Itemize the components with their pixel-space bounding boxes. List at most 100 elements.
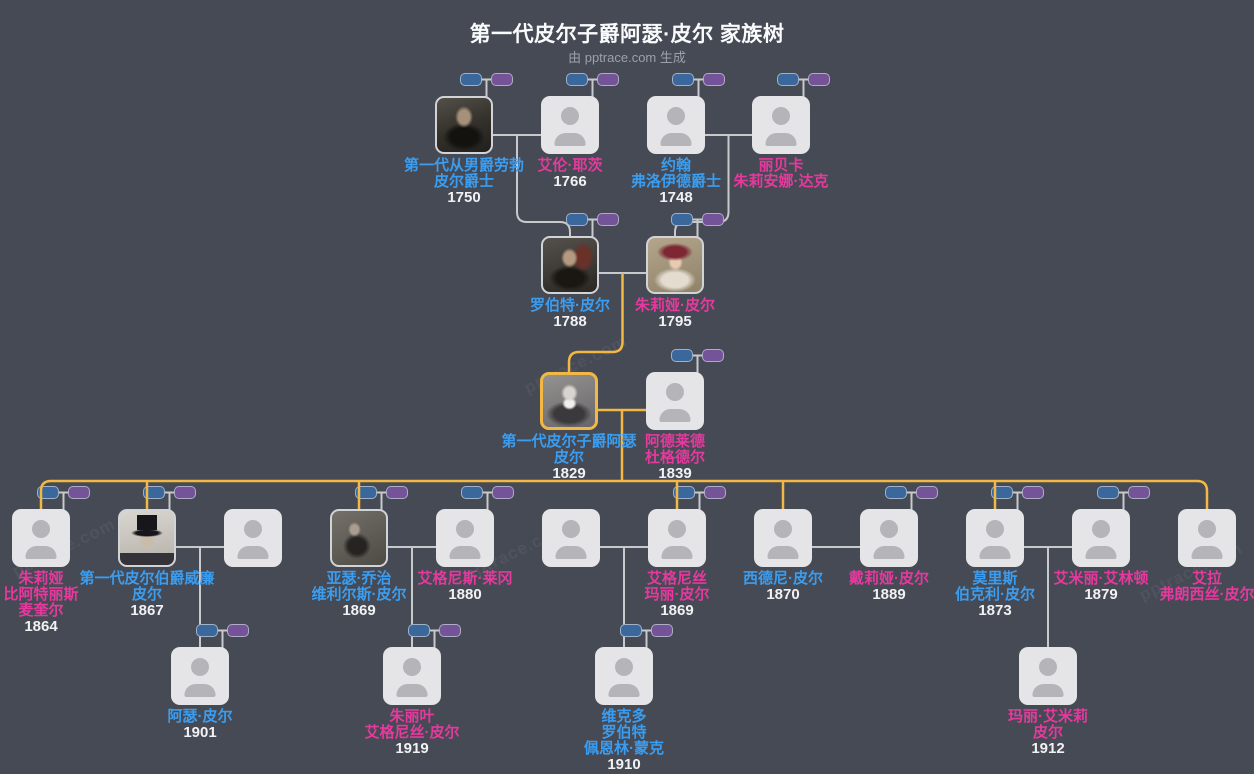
connector-line [516,135,571,238]
birth-year: 1867 [130,602,164,619]
person-card-p7[interactable] [540,372,598,430]
male-parent-pill[interactable] [671,349,693,362]
person-card-p1[interactable] [435,96,493,154]
pill-stub-line [483,491,492,511]
person-card-c6[interactable] [542,509,600,567]
birth-year: 1829 [552,465,586,482]
person-name: 莫里斯 [972,570,1018,587]
female-parent-pill[interactable] [597,213,619,226]
person-card-p8[interactable] [646,372,704,430]
female-parent-pill[interactable] [703,73,725,86]
male-parent-pill[interactable] [566,73,588,86]
person-icon-shoulders [767,546,799,559]
person-icon-shoulders [184,684,216,697]
person-card-c1[interactable] [12,509,70,567]
person-name: 玛丽·艾米莉 [1008,708,1088,725]
person-card-c5[interactable] [436,509,494,567]
male-parent-pill[interactable] [991,486,1013,499]
person-name: 皮尔 [553,449,584,466]
male-parent-pill[interactable] [37,486,59,499]
person-name: 阿瑟·皮尔 [167,708,233,725]
person-card-c12[interactable] [1178,509,1236,567]
person-card-c11[interactable] [1072,509,1130,567]
male-parent-pill[interactable] [460,73,482,86]
male-parent-pill[interactable] [672,73,694,86]
birth-year: 1795 [658,313,692,330]
male-parent-pill[interactable] [777,73,799,86]
person-card-c3[interactable] [224,509,282,567]
person-card-c4[interactable] [330,509,388,567]
birth-year: 1869 [342,602,376,619]
male-parent-pill[interactable] [143,486,165,499]
person-name: 麦奎尔 [18,602,64,619]
person-card-d1[interactable] [171,647,229,705]
male-parent-pill[interactable] [355,486,377,499]
male-parent-pill[interactable] [461,486,483,499]
female-parent-pill[interactable] [597,73,619,86]
person-card-p5[interactable] [541,236,599,294]
male-parent-pill[interactable] [408,624,430,637]
person-name: 艾格尼丝·皮尔 [364,724,460,741]
male-parent-pill[interactable] [620,624,642,637]
female-parent-pill[interactable] [227,624,249,637]
person-name: 西德尼·皮尔 [743,570,823,587]
female-parent-pill[interactable] [491,73,513,86]
pill-stub-line [1013,491,1022,511]
person-card-d2[interactable] [383,647,441,705]
person-card-d4[interactable] [1019,647,1077,705]
pill-stub-line [642,629,651,649]
person-icon-head [32,520,50,538]
person-card-c9[interactable] [860,509,918,567]
person-card-c10[interactable] [966,509,1024,567]
person-icon-head [880,520,898,538]
female-parent-pill[interactable] [1022,486,1044,499]
person-card-p4[interactable] [752,96,810,154]
male-parent-pill[interactable] [885,486,907,499]
female-parent-pill[interactable] [702,349,724,362]
person-name: 第一代皮尔子爵阿瑟 [501,433,637,450]
male-parent-pill[interactable] [566,213,588,226]
male-parent-pill[interactable] [196,624,218,637]
person-name: 比阿特丽斯 [3,586,79,603]
person-card-c7[interactable] [648,509,706,567]
female-parent-pill[interactable] [386,486,408,499]
person-name: 维利尔斯·皮尔 [311,586,407,603]
person-name: 弗朗西丝·皮尔 [1159,586,1254,603]
pill-stub-line [588,78,597,98]
female-parent-pill[interactable] [916,486,938,499]
female-parent-pill[interactable] [439,624,461,637]
female-parent-pill[interactable] [808,73,830,86]
person-icon-head [191,658,209,676]
male-parent-pill[interactable] [1097,486,1119,499]
female-parent-pill[interactable] [1128,486,1150,499]
female-parent-pill[interactable] [174,486,196,499]
female-parent-pill[interactable] [68,486,90,499]
birth-year: 1864 [24,618,58,635]
person-icon-head [774,520,792,538]
person-name: 亚瑟·乔治 [326,570,392,587]
connector-line [674,135,730,238]
person-card-d3[interactable] [595,647,653,705]
female-parent-pill[interactable] [704,486,726,499]
person-card-p3[interactable] [647,96,705,154]
person-icon-shoulders [396,684,428,697]
male-parent-pill[interactable] [673,486,695,499]
person-icon-shoulders [25,546,57,559]
person-card-c8[interactable] [754,509,812,567]
female-parent-pill[interactable] [651,624,673,637]
birth-year: 1788 [553,313,587,330]
person-name: 罗伯特 [601,724,647,741]
female-parent-pill[interactable] [492,486,514,499]
male-parent-pill[interactable] [671,213,693,226]
person-card-p2[interactable] [541,96,599,154]
female-parent-pill[interactable] [702,213,724,226]
person-card-p6[interactable] [646,236,704,294]
pill-stub-line [907,491,916,511]
person-card-c2[interactable] [118,509,176,567]
